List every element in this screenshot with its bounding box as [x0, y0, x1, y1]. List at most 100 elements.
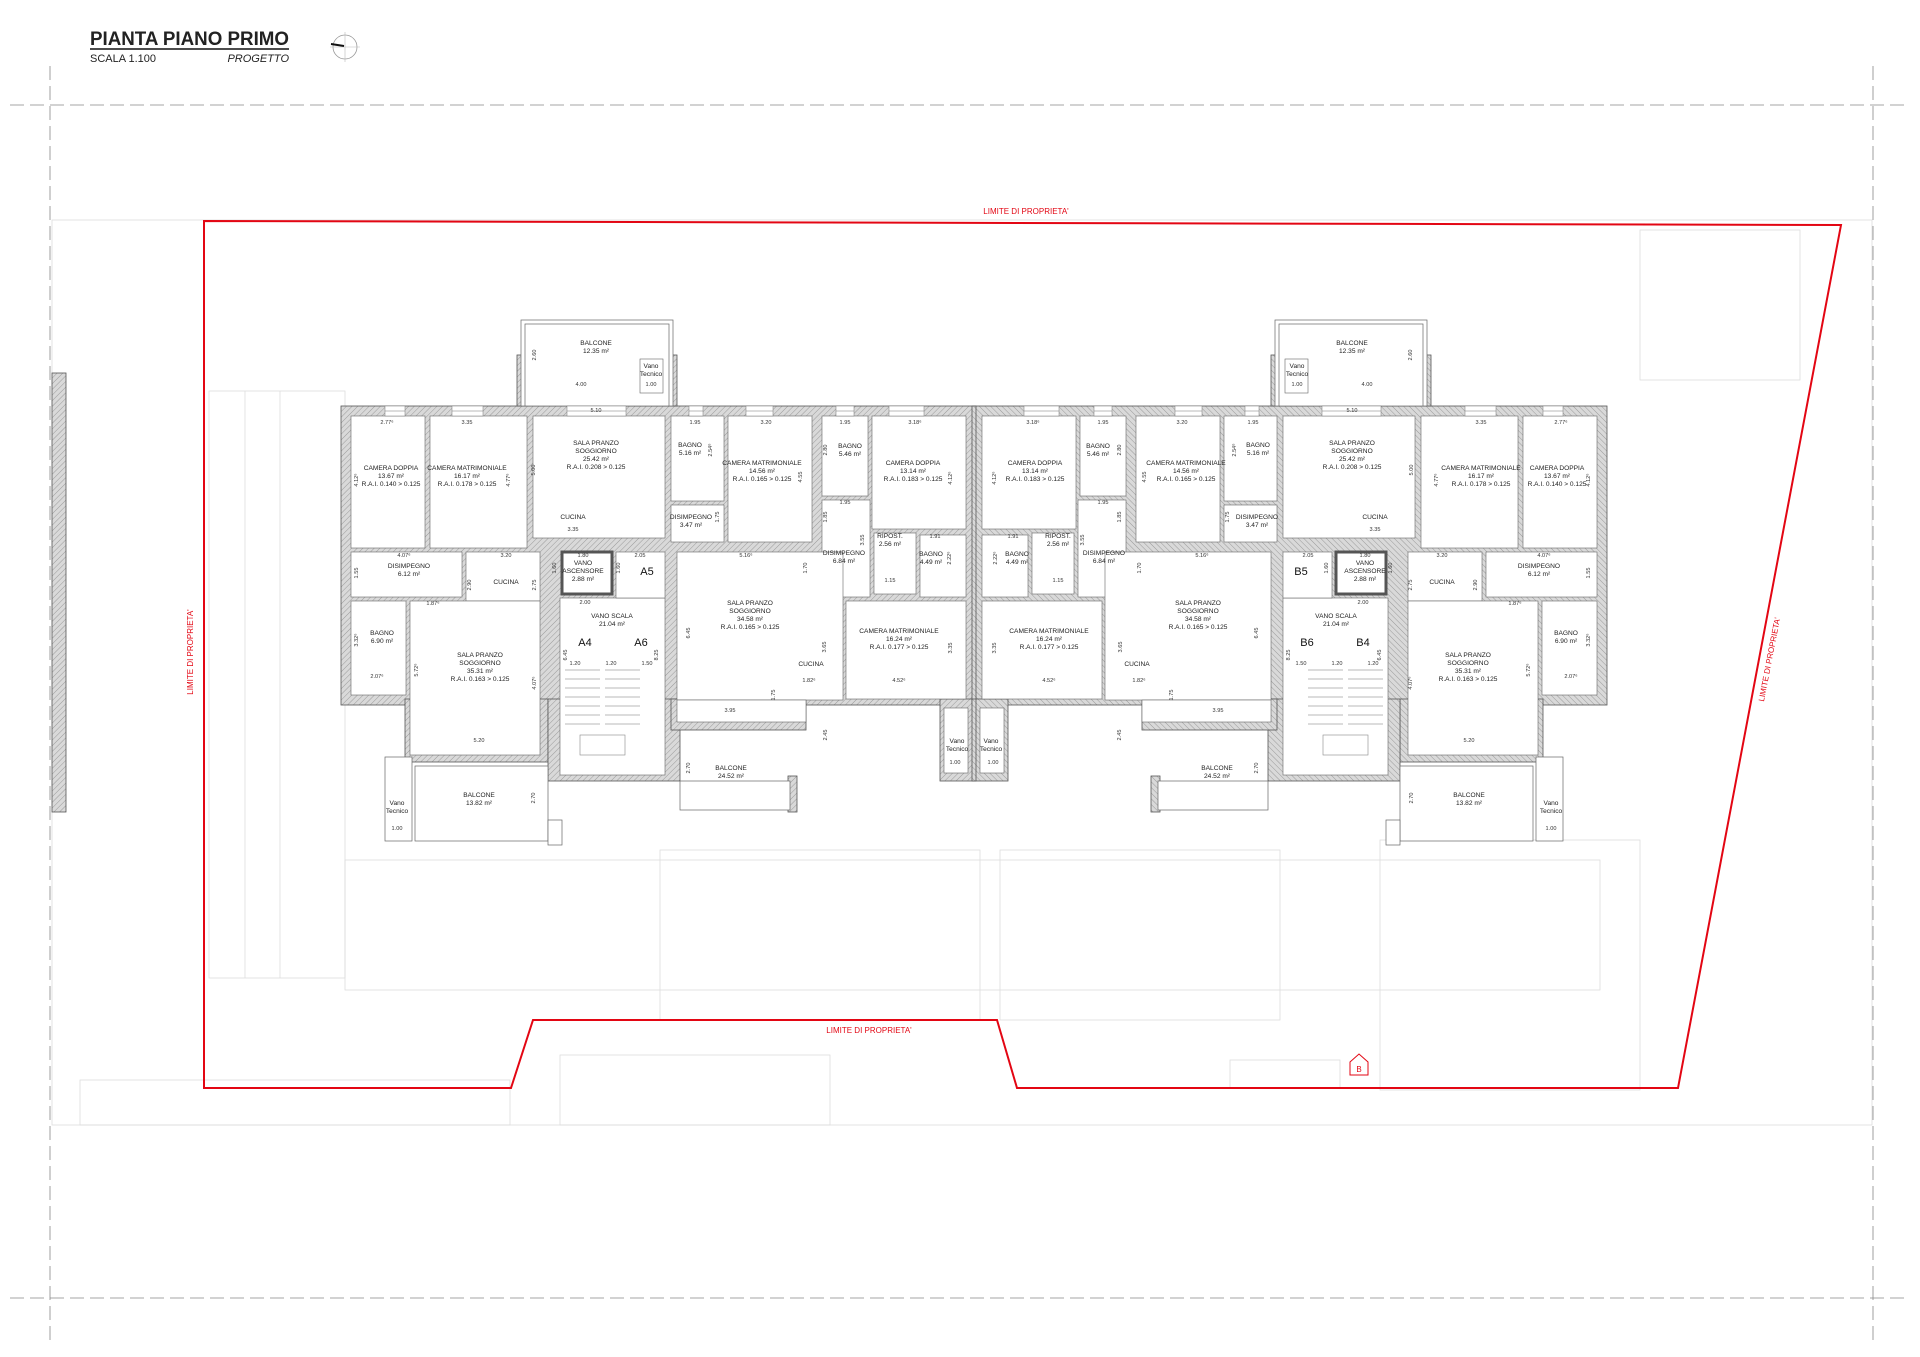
room-name: Vano [950, 738, 965, 745]
room-name: BALCONE [1336, 340, 1368, 347]
dimension-label: 4.00 [576, 382, 587, 388]
dimension-label: 4.07⁶ [397, 552, 410, 559]
dimension-label: 1.50 [642, 661, 653, 667]
entrance-marker-icon: B [1349, 1053, 1369, 1076]
dimension-label: 4.12⁶ [991, 471, 998, 484]
dimension-label: 1.00 [392, 826, 403, 832]
dimension-label: 4.07⁶ [1407, 676, 1414, 689]
dimension-label: 2.70 [1254, 763, 1260, 774]
room-name: SOGGIORNO [1177, 608, 1218, 615]
dimension-label: 3.35 [992, 643, 998, 654]
room-name: CAMERA MATRIMONIALE [1146, 460, 1226, 467]
dimension-label: 1.55 [354, 568, 360, 579]
dimension-label: 1.20 [1368, 661, 1379, 667]
room-name: Vano [1290, 363, 1305, 370]
property-limit-label-right: LIMITE DI PROPRIETA' [1757, 616, 1782, 702]
room-floor [845, 600, 967, 700]
room-name: BAGNO [370, 630, 394, 637]
dimension-label: 2.70 [531, 793, 537, 804]
room-name: BALCONE [1201, 765, 1233, 772]
room-area: 2.88 m² [572, 576, 595, 583]
room-floor [639, 358, 664, 394]
dimension-label: 1.82⁶ [802, 677, 815, 684]
room-name: BAGNO [1554, 630, 1578, 637]
section-marker: A6 [634, 637, 647, 649]
room-name: DISIMPEGNO [823, 550, 865, 557]
room-floor [1282, 597, 1389, 776]
balcony-outline [1385, 819, 1401, 846]
room-area: 6.12 m² [1528, 571, 1551, 578]
dimension-label: 1.20 [1332, 661, 1343, 667]
dimension-label: 2.75 [1408, 580, 1414, 591]
dimension-label: 1.70 [1137, 563, 1143, 574]
dimension-label: 3.95 [1213, 708, 1224, 714]
room-label: RIPOST.2.56 m² [1045, 533, 1071, 548]
dimension-label: 5.20 [1464, 738, 1475, 744]
room-name: DISIMPEGNO [1236, 514, 1278, 521]
room-name: CUCINA [1429, 579, 1455, 586]
room-name: SALA PRANZO [727, 600, 773, 607]
dimension-label: 1.75 [1225, 512, 1231, 523]
dimension-label: 2.05 [635, 553, 646, 559]
room-rai: R.A.I. 0.183 > 0.125 [1006, 476, 1065, 483]
room-area: 16.24 m² [1036, 636, 1063, 643]
room-name: BAGNO [1246, 442, 1270, 449]
dimension-label: 1.00 [646, 382, 657, 388]
room-name: BAGNO [1005, 551, 1029, 558]
room-floor [1284, 358, 1309, 394]
room-name: SOGGIORNO [1447, 660, 1488, 667]
room-floor [821, 415, 869, 497]
dimension-label: 2.80 [823, 445, 829, 456]
dimension-label: 1.95 [1098, 420, 1109, 426]
elevator-shaft [1334, 550, 1388, 596]
dimension-label: 3.20 [1177, 420, 1188, 426]
room-area: 34.58 m² [1185, 616, 1212, 623]
dimension-label: 5.10 [1347, 408, 1358, 414]
room-label: CUCINA [1362, 514, 1388, 521]
dimension-label: 3.35 [462, 420, 473, 426]
dimension-label: 1.87⁶ [1508, 600, 1521, 607]
dimension-label: 5.16⁶ [1195, 552, 1208, 559]
room-name: RIPOST. [877, 533, 903, 540]
sheet-frame-lines [10, 66, 1910, 1342]
dimension-label: 4.00 [1362, 382, 1373, 388]
balcony-outline [547, 819, 563, 846]
dimension-label: 1.91 [930, 534, 941, 540]
section-marker: A5 [640, 566, 653, 578]
room-name: DISIMPEGNO [670, 514, 712, 521]
dimension-label: 3.65 [822, 642, 828, 653]
room-name: Tecnico [946, 746, 969, 753]
dimension-label: 3.35 [948, 643, 954, 654]
room-name: VANO [574, 560, 592, 567]
dimension-label: 3.55 [1080, 535, 1086, 546]
room-name: Tecnico [386, 808, 409, 815]
room-area: 3.47 m² [680, 522, 703, 529]
room-name: SALA PRANZO [573, 440, 619, 447]
dimension-label: 3.35 [568, 527, 579, 533]
room-floor [1485, 551, 1598, 598]
room-name: DISIMPEGNO [1518, 563, 1560, 570]
room-floor [1282, 551, 1333, 599]
dimension-label: 3.20 [501, 553, 512, 559]
stair-landing [1322, 734, 1369, 756]
room-area: 5.16 m² [1247, 450, 1270, 457]
room-area: 13.67 m² [1544, 473, 1571, 480]
dimension-label: 1.87⁶ [426, 600, 439, 607]
room-area: 16.17 m² [1468, 473, 1495, 480]
dimension-label: 2.80 [1117, 445, 1123, 456]
room-area: 5.16 m² [679, 450, 702, 457]
dimension-label: 1.55 [1586, 568, 1592, 579]
room-area: 35.31 m² [467, 668, 494, 675]
room-name: CAMERA DOPPIA [886, 460, 941, 467]
room-floor [1282, 415, 1416, 539]
room-name: CAMERA DOPPIA [1530, 465, 1585, 472]
room-name: CUCINA [798, 661, 824, 668]
dimension-label: 3.18⁶ [1026, 419, 1039, 426]
